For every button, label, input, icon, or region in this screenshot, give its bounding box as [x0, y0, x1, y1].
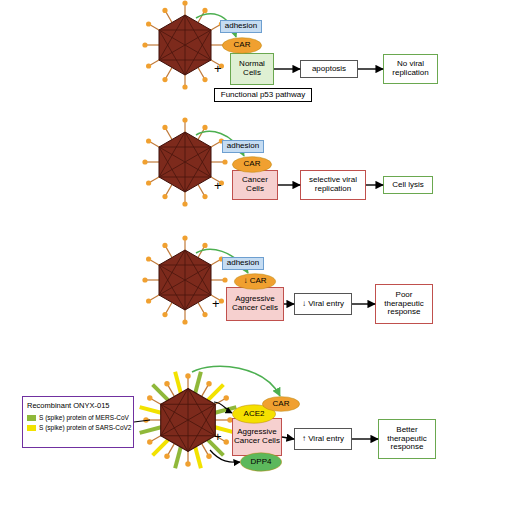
adhesion-arrows — [192, 14, 280, 396]
flow-arrow — [352, 303, 375, 304]
plus-sign: + — [214, 62, 222, 75]
plus-sign: + — [212, 297, 220, 310]
receptor-ellipse: CAR — [222, 37, 262, 54]
recombinant-virus — [140, 372, 237, 469]
node-text: ↑ Viral entry — [302, 435, 344, 444]
ellipse-shape — [240, 453, 281, 471]
node-text: CAR — [244, 160, 261, 169]
outcome-box: Poor therapeutic response — [375, 284, 433, 324]
ellipse-shape — [234, 274, 275, 290]
cell-box: Aggressive Cancer Cells — [226, 287, 284, 321]
node-text: CAR — [234, 41, 251, 50]
process-box: selective viral replication — [300, 170, 366, 200]
legend-swatch — [27, 415, 36, 421]
legend-heading: Recombinant ONYX-015 — [27, 401, 129, 410]
flow-arrow — [278, 184, 300, 185]
cell-box: Aggressive Cancer Cells — [232, 418, 282, 456]
spike-proteins — [140, 372, 237, 469]
cell-box: Cancer Cells — [232, 170, 278, 200]
node-text: CAR — [273, 400, 290, 409]
virus-illustration — [143, 373, 232, 467]
node-text: adhesion — [227, 259, 259, 268]
node-text: Better therapeutic response — [379, 426, 435, 452]
node-text: adhesion — [227, 142, 259, 151]
plus-sign: + — [214, 179, 222, 192]
receptor-ellipse: ↓ CAR — [234, 273, 276, 290]
ellipse-shape — [222, 38, 261, 54]
flow-arrow — [282, 437, 294, 439]
flow-arrow — [274, 68, 300, 69]
node-text: No viral replication — [384, 60, 437, 78]
flow-arrow — [358, 68, 383, 69]
process-box: ↑ Viral entry — [294, 428, 352, 450]
binding-arrows — [134, 402, 240, 462]
outcome-box: Cell lysis — [383, 176, 433, 194]
node-text: adhesion — [225, 22, 257, 31]
process-box: ↓ Viral entry — [294, 293, 352, 315]
ellipse-shape — [232, 157, 271, 173]
node-text: Cell lysis — [392, 181, 424, 190]
node-text: Aggressive Cancer Cells — [227, 295, 283, 313]
node-text: Functional p53 pathway — [221, 91, 306, 100]
plus-sign: + — [214, 430, 222, 443]
flow-arrow — [366, 184, 383, 185]
outcome-box: No viral replication — [383, 54, 438, 84]
node-text: Poor therapeutic response — [376, 291, 432, 317]
legend-entry: S (spike) protein of MERS-CoV — [27, 414, 129, 421]
cell-box: Normal Cells — [230, 53, 274, 85]
node-text: apoptosis — [312, 65, 346, 74]
virus-illustration — [142, 117, 227, 206]
legend-frame: Recombinant ONYX-015 S (spike) protein of… — [22, 396, 134, 448]
adhesion-arrow — [192, 366, 280, 396]
outcome-box: Better therapeutic response — [378, 419, 436, 459]
legend-entry: S (spike) protein of SARS-CoV2 — [27, 424, 129, 431]
node-text: DPP4 — [251, 458, 272, 467]
legend-text: S (spike) protein of MERS-CoV — [39, 414, 129, 421]
adhesion-tag: adhesion — [222, 140, 264, 153]
ellipse-shape — [262, 397, 299, 412]
receptor-ellipse: CAR — [232, 156, 272, 173]
node-text: selective viral replication — [301, 176, 365, 194]
receptor-ellipse: CAR — [262, 396, 300, 412]
adhesion-tag: adhesion — [220, 20, 262, 33]
pathway-box: Functional p53 pathway — [214, 88, 312, 102]
flow-arrow — [284, 303, 294, 304]
legend-swatch — [27, 425, 36, 431]
leader-line — [134, 420, 150, 422]
flow-arrow — [352, 438, 378, 439]
node-text: Aggressive Cancer Cells — [233, 428, 281, 446]
adhesion-tag: adhesion — [222, 257, 264, 270]
node-text: Normal Cells — [231, 60, 273, 78]
node-text: Cancer Cells — [233, 176, 277, 194]
virus-illustration — [142, 235, 227, 324]
process-box: apoptosis — [300, 60, 358, 78]
node-text: ↓ CAR — [243, 277, 266, 286]
node-text: ACE2 — [244, 410, 265, 419]
receptor-ellipse: DPP4 — [240, 452, 282, 472]
node-text: ↓ Viral entry — [302, 300, 344, 309]
legend-text: S (spike) protein of SARS-CoV2 — [39, 424, 131, 431]
binding-arrow — [214, 402, 232, 413]
